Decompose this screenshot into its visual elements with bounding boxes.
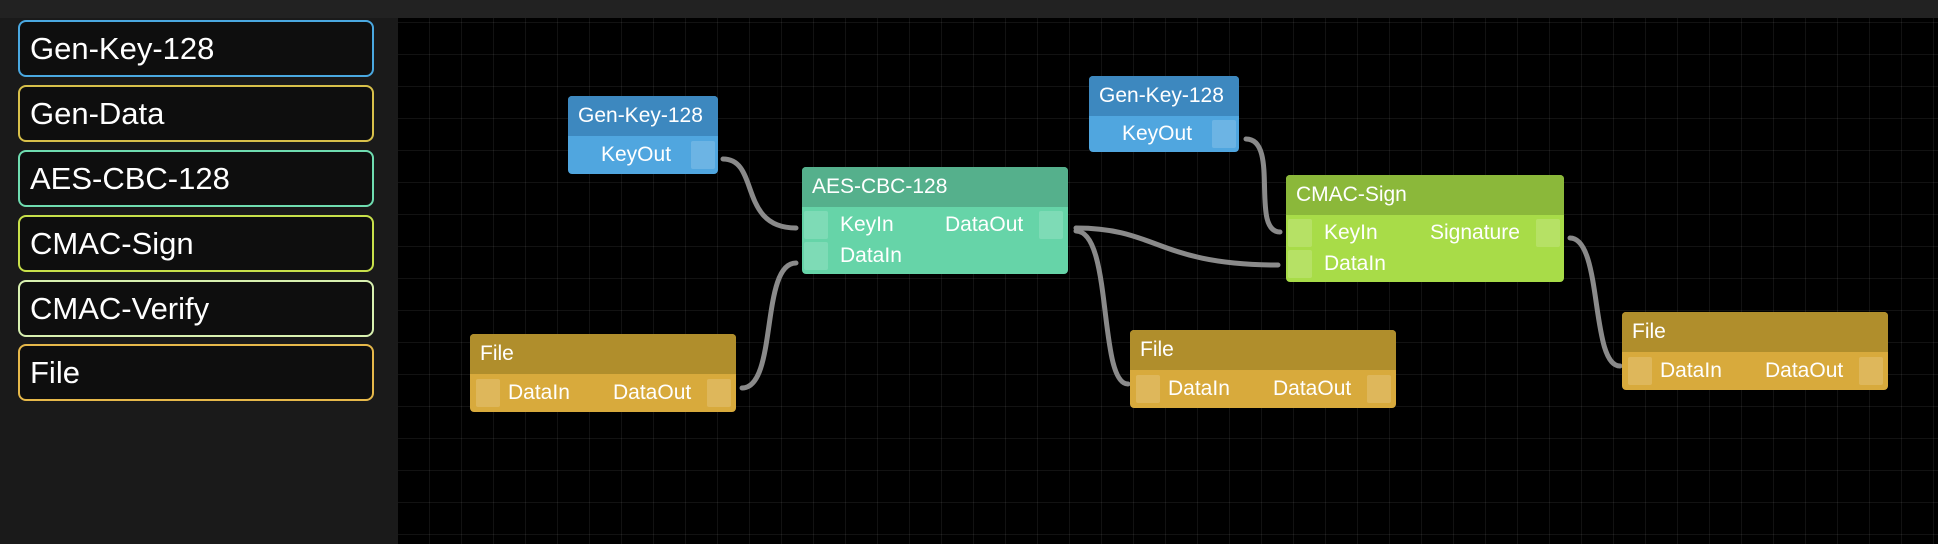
input-port-handle[interactable] (1628, 357, 1652, 385)
wire-file1-to-aes-datain[interactable] (739, 260, 799, 391)
wire-genkey2-to-cmac-keyin[interactable] (1243, 136, 1283, 235)
port-label-dataout: DataOut (945, 213, 1024, 236)
wire-aes-to-file2-datain[interactable] (1073, 228, 1131, 387)
palette-item-aes-cbc-128[interactable]: AES-CBC-128 (18, 150, 374, 207)
node-gen-key-128-2[interactable]: Gen-Key-128 KeyOut (1089, 76, 1239, 152)
node-aes-cbc-128[interactable]: AES-CBC-128 KeyIn DataOut DataIn (802, 167, 1068, 274)
connections-layer (720, 136, 1623, 391)
node-gen-key-128-1[interactable]: Gen-Key-128 KeyOut (568, 96, 718, 174)
node-title: File (1130, 330, 1396, 370)
port-label-signature: Signature (1430, 221, 1520, 244)
node-title: Gen-Key-128 (1089, 76, 1239, 116)
node-file-1[interactable]: File DataIn DataOut (470, 334, 736, 412)
input-port-handle[interactable] (1288, 219, 1312, 247)
node-cmac-sign[interactable]: CMAC-Sign KeyIn Signature DataIn (1286, 175, 1564, 282)
wire-cmac-to-file3-datain[interactable] (1567, 235, 1623, 369)
input-port-handle[interactable] (1136, 375, 1160, 403)
port-label-datain: DataIn (1168, 377, 1230, 400)
output-port-handle[interactable] (1536, 219, 1560, 247)
port-label-datain: DataIn (508, 381, 570, 404)
port-label-keyout: KeyOut (601, 143, 672, 166)
node-palette: Gen-Key-128 Gen-Data AES-CBC-128 CMAC-Si… (0, 18, 398, 544)
node-title: File (1622, 312, 1888, 352)
input-port-handle[interactable] (1288, 250, 1312, 278)
palette-item-cmac-verify[interactable]: CMAC-Verify (18, 280, 374, 337)
node-title: CMAC-Sign (1286, 175, 1564, 215)
input-port-handle[interactable] (804, 211, 828, 239)
node-file-2[interactable]: File DataIn DataOut (1130, 330, 1396, 408)
port-label-keyout: KeyOut (1122, 122, 1193, 145)
palette-item-gen-key-128[interactable]: Gen-Key-128 (18, 20, 374, 77)
wire-genkey1-to-aes-keyin[interactable] (720, 156, 799, 231)
wire-aes-to-cmac-datain[interactable] (1073, 225, 1281, 268)
port-label-dataout: DataOut (613, 381, 692, 404)
port-label-datain: DataIn (840, 244, 902, 267)
output-port-handle[interactable] (1859, 357, 1883, 385)
node-file-3[interactable]: File DataIn DataOut (1622, 312, 1888, 390)
port-label-dataout: DataOut (1765, 359, 1844, 382)
port-label-datain: DataIn (1324, 252, 1386, 275)
palette-item-cmac-sign[interactable]: CMAC-Sign (18, 215, 374, 272)
output-port-handle[interactable] (1367, 375, 1391, 403)
port-label-dataout: DataOut (1273, 377, 1352, 400)
palette-item-gen-data[interactable]: Gen-Data (18, 85, 374, 142)
palette-item-file[interactable]: File (18, 344, 374, 401)
port-label-keyin: KeyIn (1324, 221, 1378, 244)
top-bar (0, 0, 1938, 18)
output-port-handle[interactable] (707, 379, 731, 407)
node-title: File (470, 334, 736, 374)
graph-canvas[interactable]: Gen-Key-128 KeyOut AES-CBC-128 KeyIn Dat… (398, 18, 1938, 544)
port-label-datain: DataIn (1660, 359, 1722, 382)
input-port-handle[interactable] (804, 242, 828, 270)
node-title: Gen-Key-128 (568, 96, 718, 136)
output-port-handle[interactable] (1212, 120, 1236, 148)
port-label-keyin: KeyIn (840, 213, 894, 236)
output-port-handle[interactable] (691, 141, 715, 169)
input-port-handle[interactable] (476, 379, 500, 407)
node-title: AES-CBC-128 (802, 167, 1068, 207)
output-port-handle[interactable] (1039, 211, 1063, 239)
